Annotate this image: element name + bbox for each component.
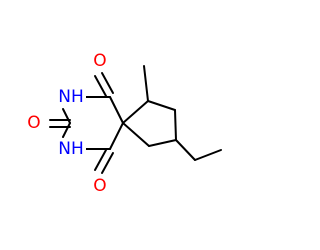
bond-c3-c4 [148, 139, 177, 147]
bond-c5-c6 [109, 96, 124, 124]
bond-c4-o-lower-b [101, 152, 114, 174]
bond-c6-o-upper-b [101, 72, 114, 94]
bond-c2-c3 [174, 109, 177, 141]
bond-c4-o-lower-a [94, 149, 107, 171]
oxygen-atom-label: O [27, 113, 40, 133]
nh-atom-label: NH [58, 139, 84, 159]
atom-bg [91, 50, 109, 72]
bond-c4-c5 [109, 122, 124, 150]
bond-ethyl-1 [175, 139, 196, 161]
atom-bg [56, 138, 86, 160]
bond-c4-spiro [122, 122, 150, 147]
bond-c1-c2 [147, 100, 176, 111]
oxygen-atom-label: O [93, 176, 106, 196]
bond-ethyl-2 [194, 149, 222, 161]
atom-bg [56, 86, 86, 108]
bond-methyl [143, 65, 149, 102]
atom-bg [25, 112, 43, 134]
bond-c6-o-upper-a [94, 75, 107, 97]
bonds [49, 65, 222, 174]
nh-atom-label: NH [58, 87, 84, 107]
chemical-structure: O NH O NH O [25, 50, 222, 197]
bond-c2-n3 [62, 122, 71, 138]
oxygen-atom-label: O [93, 51, 106, 71]
bond-spiro-c1 [122, 100, 149, 124]
atom-labels: O NH O NH O [25, 50, 109, 197]
atom-bg [91, 175, 109, 197]
